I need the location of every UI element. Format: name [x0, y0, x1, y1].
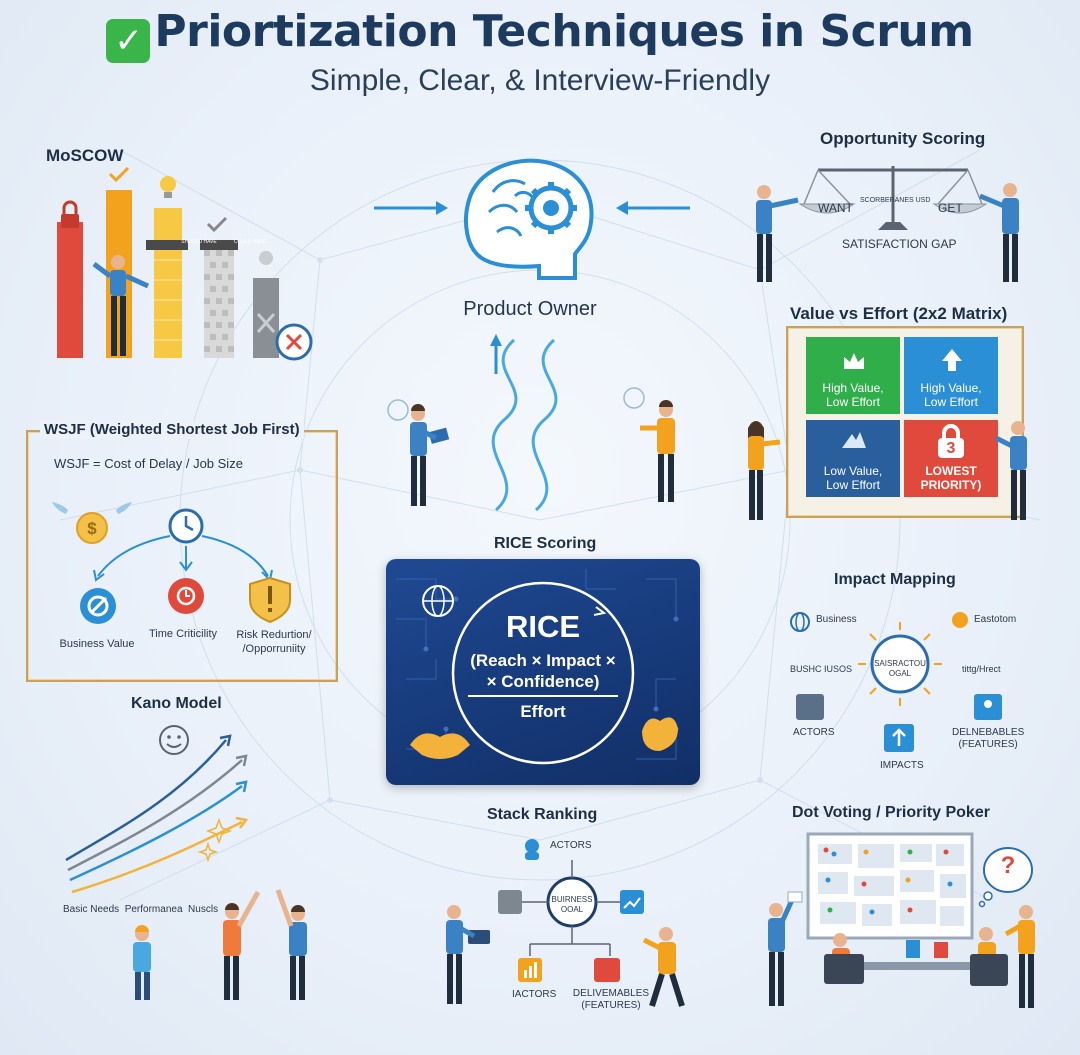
impact-node-business: Business: [816, 614, 857, 625]
wsjf-formula: WSJF = Cost of Delay / Job Size: [54, 456, 243, 471]
stack-top-label: ACTORS: [550, 840, 592, 851]
rice-panel: RICE (Reach × Impact × × Confidence) Eff…: [386, 559, 700, 785]
stack-bottom-left-label: IACTORS: [512, 989, 557, 1000]
wsjf-item-risk: Risk Redurtion/ /Opporruniity: [236, 629, 312, 655]
impact-node-deliverables: DELNEBABLES (FEATURES): [952, 727, 1025, 750]
impact-node-bushc: BUSHC IUSOS: [790, 664, 853, 674]
person-gesturing: [623, 387, 675, 502]
impact-node-actors: ACTORS: [793, 727, 835, 738]
stack-bottom-right-label: DELIVEMABLES (FEATURES): [572, 988, 650, 1011]
impact-center-label: SAISRACTOU OGAL: [874, 659, 926, 678]
wsjf-item-time-criticality: Time Criticility: [148, 628, 218, 640]
impact-map-graphic: [790, 612, 1002, 752]
matrix-cell-label: LOWEST PRIORITY): [920, 464, 982, 492]
rice-denominator: Effort: [520, 702, 566, 721]
globe-icon: [422, 585, 454, 617]
impact-node-tittg: tittg/Hrect: [962, 664, 1001, 674]
kano-people: [133, 889, 307, 1000]
kano-graph: [65, 725, 249, 894]
check-mark-icon: ✓: [106, 19, 151, 63]
matrix-cell-label: Low Value, Low Effort: [823, 464, 883, 492]
arrow-left-icon: [616, 201, 690, 215]
dot-voting-title: Dot Voting / Priority Poker: [792, 804, 990, 821]
crown-icon: [844, 353, 864, 369]
matrix-cell-high-low-blue: High Value, Low Effort: [904, 337, 998, 414]
matrix-cell-high-low-green: High Value, Low Effort: [806, 337, 900, 414]
question-mark-icon: ?: [1000, 852, 1016, 879]
should-have-label: SHOULD HAVE: [181, 239, 217, 245]
matrix-side-people: [748, 421, 1027, 520]
title-text: Priortization Techniques in Scrum: [154, 6, 974, 57]
matrix-cell-label: High Value, Low Effort: [822, 381, 884, 409]
circuit-pattern: [396, 569, 679, 765]
moscow-section: MoSCOW: [30, 140, 330, 370]
person-with-tablet: [387, 399, 450, 506]
balance-scale-graphic: [756, 166, 1019, 282]
svg-text:$: $: [87, 519, 97, 538]
dot-voting-board: [768, 832, 1035, 1008]
wave-lines-graphic: [490, 334, 558, 512]
impact-node-impacts: IMPACTS: [880, 760, 924, 771]
rice-heading: RICE: [505, 609, 581, 644]
want-label: WANT: [818, 201, 853, 215]
wsjf-title-bg: WSJF (Weighted Shortest Job First): [40, 421, 304, 439]
satisfaction-gap-label: SATISFACTION GAP: [842, 237, 957, 251]
impact-node-eastotom: Eastotom: [974, 614, 1017, 625]
page-subtitle: Simple, Clear, & Interview-Friendly: [309, 64, 771, 97]
matrix-grid: High Value, Low Effort High Value, Low E…: [806, 337, 998, 503]
arrow-up-icon: [942, 349, 962, 371]
impact-title: Impact Mapping: [834, 571, 956, 588]
smiley-icon: [159, 725, 189, 755]
stack-center-label: BUIRNESS OOAL: [551, 895, 593, 914]
get-label: GET: [938, 201, 963, 215]
page-title: ✓Priortization Techniques in Scrum: [0, 6, 1080, 63]
kano-axis-label: Basic Needs Performanea Nuscls: [63, 904, 219, 915]
mountain-icon: [842, 432, 866, 448]
matrix-cell-low-low-navy: Low Value, Low Effort: [806, 420, 900, 497]
opportunity-title: Opportunity Scoring: [820, 129, 986, 148]
rice-title: RICE Scoring: [494, 535, 597, 552]
wsjf-item-business-value: Business Value: [59, 638, 135, 650]
matrix-cell-label: High Value, Low Effort: [920, 381, 982, 409]
product-owner-label: Product Owner: [463, 298, 597, 320]
stack-title: Stack Ranking: [487, 806, 598, 823]
matrix-title: Value vs Effort (2x2 Matrix): [790, 304, 1008, 323]
brain-gear-icon: [464, 158, 594, 280]
matrix-cell-lowest-red: 3 LOWEST PRIORITY): [904, 420, 998, 497]
scale-middle-label: SCORBERANES USD: [860, 197, 931, 204]
moscow-title: MoSCOW: [46, 146, 124, 165]
rice-numerator: (Reach × Impact × × Confidence): [470, 651, 616, 691]
lock-badge-number: 3: [946, 440, 956, 457]
arrow-right-icon: [374, 201, 448, 215]
could-have-label: COULD HAVE: [233, 239, 267, 245]
moscow-bars-graphic: [57, 166, 313, 361]
kano-title: Kano Model: [131, 695, 222, 712]
wsjf-title: WSJF (Weighted Shortest Job First): [44, 421, 300, 438]
wsjf-flow-graphic: $: [52, 502, 291, 624]
stack-graphic: [446, 839, 685, 1007]
lock-icon: [938, 424, 964, 458]
